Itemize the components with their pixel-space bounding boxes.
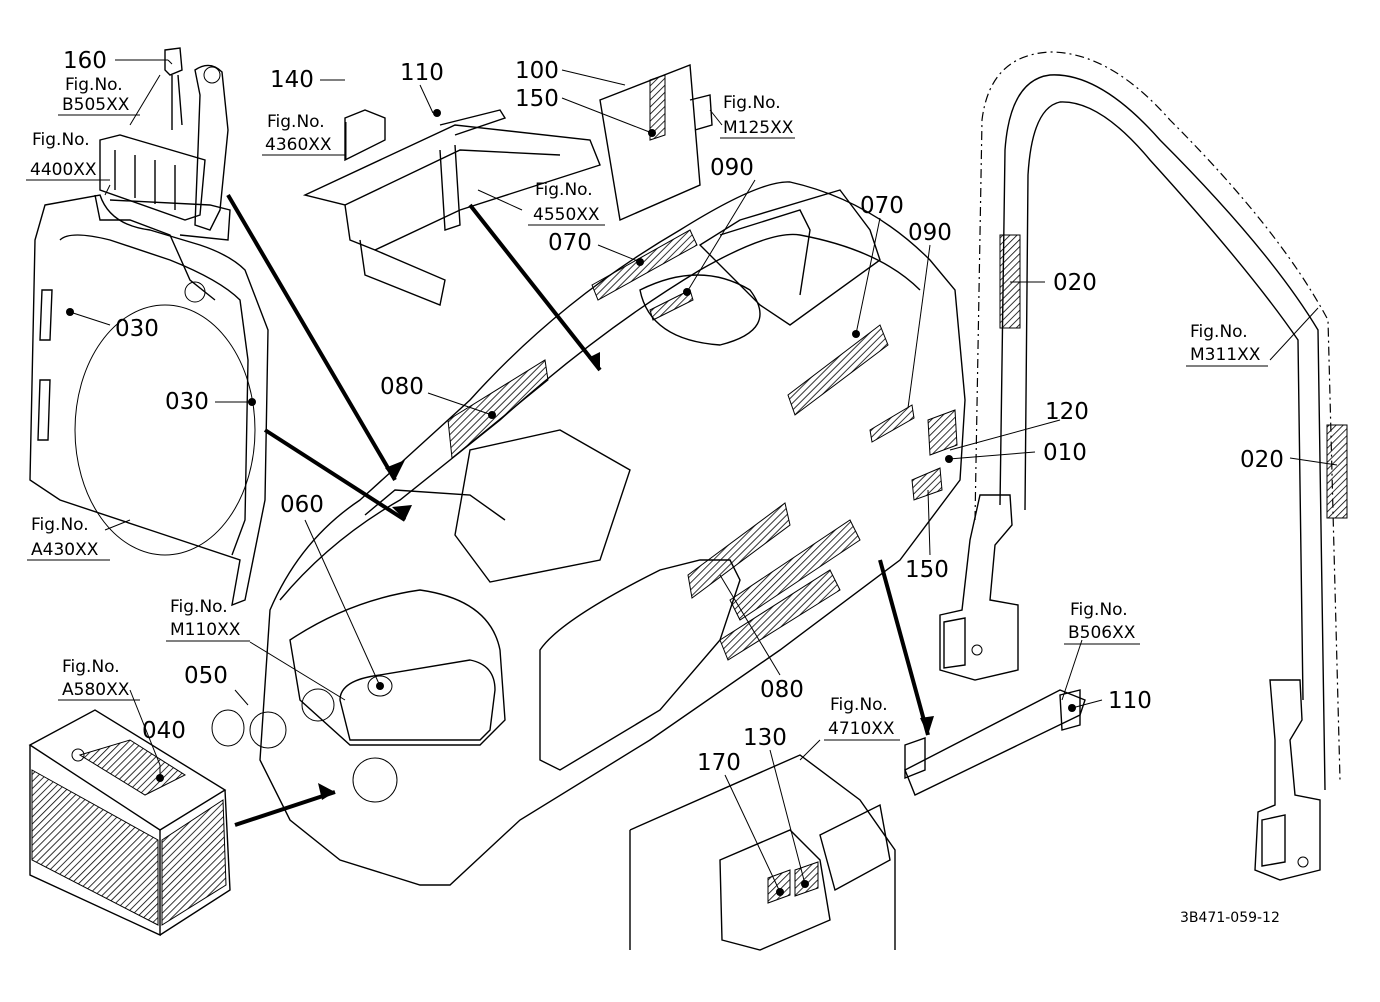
svg-text:Fig.No.: Fig.No. (267, 112, 325, 132)
figref-a430xx: Fig.No. A430XX (27, 515, 110, 561)
callout-160: 160 (63, 48, 107, 74)
bottom-bracket-drawing (904, 689, 1086, 796)
switch-bracket-drawing (99, 47, 229, 231)
callout-030-lower: 030 (165, 389, 209, 415)
svg-text:Fig.No.: Fig.No. (535, 180, 593, 200)
svg-text:Fig.No.: Fig.No. (65, 75, 123, 95)
battery-drawing (28, 709, 231, 937)
support-frame-drawing (302, 109, 601, 306)
figure-references: Fig.No. B505XX Fig.No. 4400XX Fig.No. 43… (26, 75, 1268, 741)
figref-4400xx: Fig.No. 4400XX (26, 130, 110, 181)
callout-060: 060 (280, 492, 324, 518)
svg-text:B505XX: B505XX (62, 95, 130, 115)
svg-text:A430XX: A430XX (31, 540, 99, 560)
figref-m125xx: Fig.No. M125XX (720, 93, 795, 139)
callout-170: 170 (697, 750, 741, 776)
callout-010: 010 (1043, 440, 1087, 466)
figref-4360xx: Fig.No. 4360XX (262, 112, 345, 156)
svg-text:B506XX: B506XX (1068, 623, 1136, 643)
svg-text:4360XX: 4360XX (265, 135, 332, 155)
bonnet-drawing (211, 181, 966, 886)
radiator-shroud-drawing (29, 194, 269, 607)
drawing-id: 3B471-059-12 (1180, 910, 1280, 926)
svg-text:Fig.No.: Fig.No. (170, 597, 228, 617)
svg-text:4710XX: 4710XX (828, 719, 895, 739)
upper-panel-drawing (599, 64, 713, 222)
svg-text:M311XX: M311XX (1190, 345, 1261, 365)
svg-text:A580XX: A580XX (62, 680, 130, 700)
part-callouts: 160 140 110 100 150 090 070 070 090 020 … (63, 48, 1284, 776)
callout-070-right: 070 (860, 193, 904, 219)
rops-frame-drawing (939, 51, 1348, 881)
callout-110-top: 110 (400, 60, 444, 86)
figref-4710xx: Fig.No. 4710XX (824, 695, 900, 741)
svg-text:Fig.No.: Fig.No. (32, 130, 90, 150)
callout-100: 100 (515, 58, 559, 84)
figref-4550xx: Fig.No. 4550XX (528, 180, 605, 226)
svg-text:M110XX: M110XX (170, 620, 241, 640)
svg-text:Fig.No.: Fig.No. (723, 93, 781, 113)
figref-m110xx: Fig.No. M110XX (166, 597, 250, 642)
svg-text:Fig.No.: Fig.No. (1190, 322, 1248, 342)
callout-090-top: 090 (710, 155, 754, 181)
assembly-arrows (226, 193, 934, 827)
svg-text:4550XX: 4550XX (533, 205, 600, 225)
figref-b505xx: Fig.No. B505XX (58, 75, 140, 116)
callout-090-right: 090 (908, 220, 952, 246)
callout-110-bracket: 110 (1108, 688, 1152, 714)
callout-150-right: 150 (905, 557, 949, 583)
leader-lines (69, 59, 1338, 893)
svg-text:Fig.No.: Fig.No. (31, 515, 89, 535)
figref-b506xx: Fig.No. B506XX (1064, 600, 1140, 645)
lower-panel-drawing (629, 754, 896, 951)
svg-text:4400XX: 4400XX (30, 160, 97, 180)
callout-080-upper: 080 (380, 374, 424, 400)
svg-text:Fig.No.: Fig.No. (830, 695, 888, 715)
callout-150-top: 150 (515, 86, 559, 112)
callout-020-upper: 020 (1053, 270, 1097, 296)
callout-080-lower: 080 (760, 677, 804, 703)
callout-020-lower: 020 (1240, 447, 1284, 473)
figref-m311xx: Fig.No. M311XX (1186, 322, 1268, 367)
callout-040: 040 (142, 718, 186, 744)
figref-a580xx: Fig.No. A580XX (58, 657, 140, 701)
callout-120: 120 (1045, 399, 1089, 425)
svg-text:Fig.No.: Fig.No. (62, 657, 120, 677)
callout-030-upper: 030 (115, 316, 159, 342)
svg-text:M125XX: M125XX (723, 118, 794, 138)
callout-140: 140 (270, 67, 314, 93)
svg-text:Fig.No.: Fig.No. (1070, 600, 1128, 620)
callout-050: 050 (184, 663, 228, 689)
callout-130: 130 (743, 725, 787, 751)
callout-070-left: 070 (548, 230, 592, 256)
